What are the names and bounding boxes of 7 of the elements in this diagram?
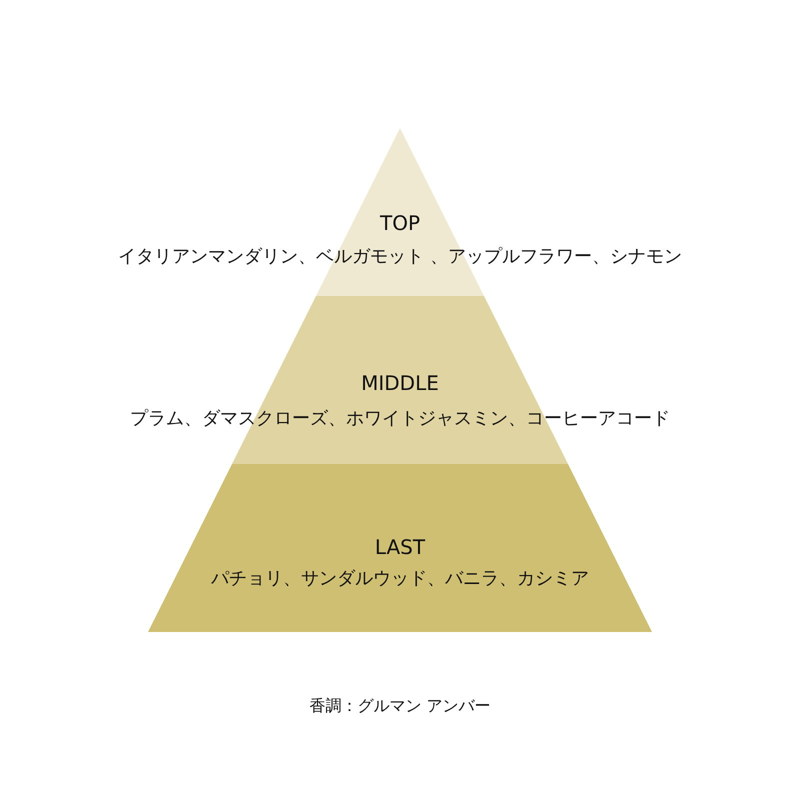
note-list: パチョリ、サンダルウッド、バニラ、カシミア [211, 565, 589, 592]
tier-heading: TOP [380, 210, 420, 237]
tier-heading: MIDDLE [361, 370, 439, 397]
note-list: イタリアンマンダリン、ベルガモット 、アップルフラワー、シナモン [118, 243, 682, 270]
tier-heading: LAST [374, 534, 426, 561]
caption: 香調：グルマン アンバー [309, 695, 491, 717]
note-list: プラム、ダマスクローズ、ホワイトジャスミン、コーヒーアコード [130, 405, 670, 432]
